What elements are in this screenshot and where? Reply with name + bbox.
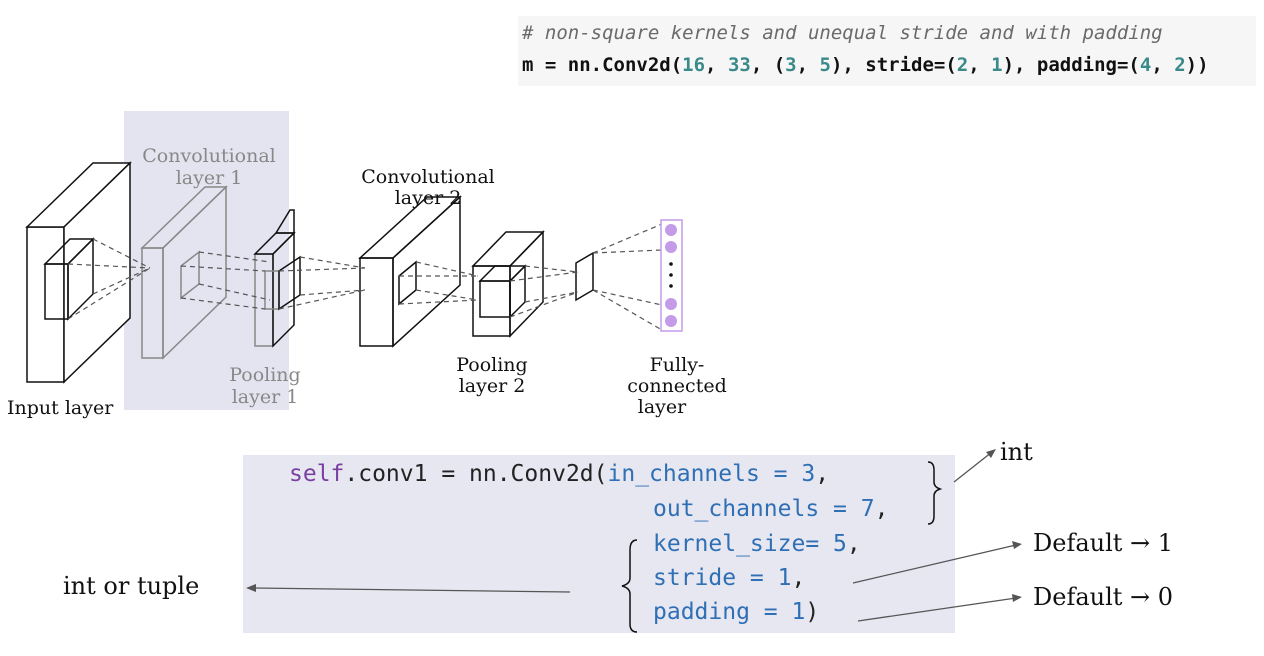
input-layer-block — [25, 161, 132, 384]
default-0-annotation: Default → 0 — [1033, 583, 1174, 611]
conv-layer-2-label-line2: layer 2 — [395, 187, 462, 209]
final-feature-map — [575, 251, 594, 302]
fc-layer-label-line1: Fully- — [650, 354, 705, 376]
projection-lines — [67, 223, 663, 331]
annotation-arrows — [246, 449, 1022, 622]
fc-layer-label-line3: layer — [638, 396, 687, 418]
code-line-1: self.conv1 = nn.Conv2d(in_channels = 3, — [289, 461, 830, 487]
right-brace — [927, 461, 943, 525]
code-snippet-bottom: self.conv1 = nn.Conv2d(in_channels = 3, … — [243, 455, 955, 633]
neuron — [665, 298, 677, 310]
code-comment: # non-square kernels and unequal stride … — [522, 22, 1163, 44]
conv-layer-1-label-line2: layer 1 — [176, 167, 243, 189]
conv-layer-2-block — [358, 195, 462, 348]
pooling-layer-2-label-line2: layer 2 — [459, 375, 526, 397]
neuron — [665, 241, 677, 253]
conv-layer-1-label-line1: Convolutional — [142, 145, 276, 167]
default-1-annotation: Default → 1 — [1033, 529, 1174, 557]
conv-layer-1-block — [140, 185, 228, 360]
left-brace — [621, 539, 638, 633]
conv-layer-2-label-line1: Convolutional — [361, 166, 495, 188]
conv2d-call-line: m = nn.Conv2d(16, 33, (3, 5), stride=(2,… — [522, 54, 1209, 76]
code-line-3: kernel_size= 5, — [653, 531, 861, 557]
fully-connected-layer-block — [660, 219, 683, 332]
pooling-layer-1-label-line2: layer 1 — [232, 386, 299, 408]
neuron — [665, 224, 677, 236]
neuron — [665, 315, 677, 327]
code-line-2: out_channels = 7, — [653, 496, 889, 522]
stride-param: stride = 1 — [653, 565, 792, 591]
kernel-size-param: kernel_size= 5 — [653, 531, 847, 557]
code-snippet-top: # non-square kernels and unequal stride … — [518, 16, 1256, 86]
in-channels-param: in_channels = 3 — [607, 461, 816, 487]
fc-layer-label-line2: connected — [627, 375, 726, 397]
out-channels-param: out_channels = 7 — [653, 496, 875, 522]
pooling-layer-1-label-line1: Pooling — [229, 364, 300, 386]
pooling-layer-2-block — [471, 230, 545, 338]
code-line-4: stride = 1, — [653, 565, 806, 591]
int-annotation: int — [1000, 438, 1033, 466]
pooling-layer-2-label-line1: Pooling — [456, 354, 527, 376]
code-line-5: padding = 1) — [653, 599, 820, 625]
int-or-tuple-annotation: int or tuple — [63, 572, 200, 600]
input-layer-label: Input layer — [7, 397, 114, 419]
padding-param: padding = 1 — [653, 599, 806, 625]
